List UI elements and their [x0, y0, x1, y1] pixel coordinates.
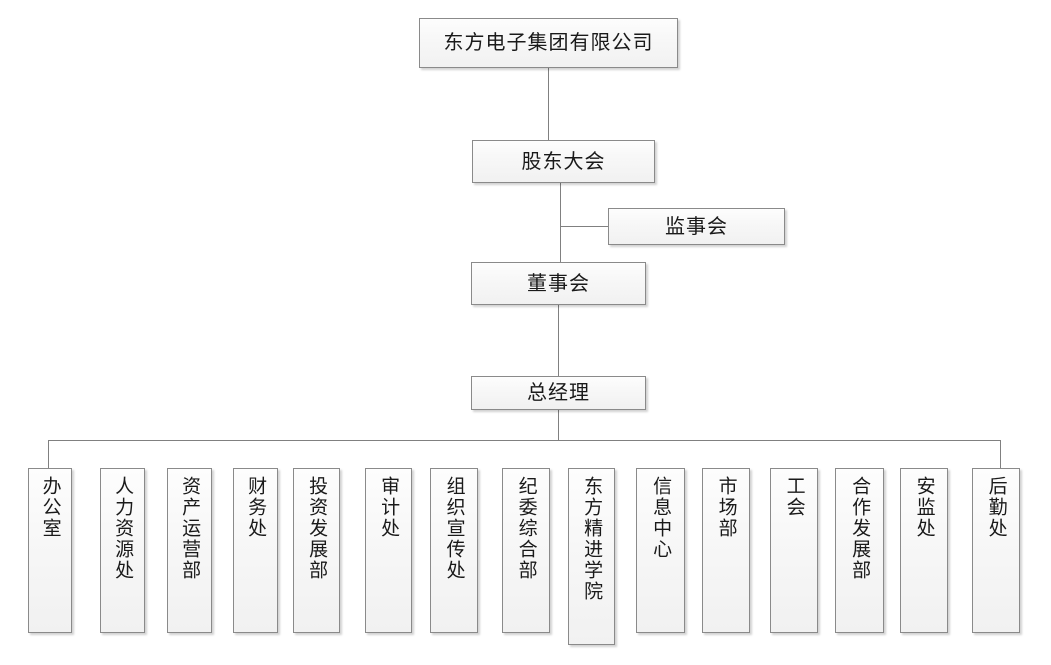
connector-shareholders-to-board [560, 183, 561, 262]
node-department-finance-label: 财务处 [245, 476, 267, 539]
node-department-marketing-label: 市场部 [715, 476, 737, 539]
node-department-human-resources[interactable]: 人力资源处 [100, 468, 145, 633]
node-department-finance[interactable]: 财务处 [233, 468, 278, 633]
node-department-office[interactable]: 办公室 [28, 468, 72, 633]
node-department-cooperation-development[interactable]: 合作发展部 [835, 468, 884, 633]
node-department-information-center[interactable]: 信息中心 [636, 468, 685, 633]
node-department-asset-operations-label: 资产运营部 [179, 476, 201, 581]
node-department-safety-supervision[interactable]: 安监处 [900, 468, 948, 633]
node-general-manager[interactable]: 总经理 [471, 376, 646, 410]
node-board-of-supervisors-label: 监事会 [665, 215, 728, 238]
connector-bus-to-first-department [48, 440, 49, 468]
node-department-cooperation-development-label: 合作发展部 [849, 476, 871, 581]
node-department-audit-label: 审计处 [378, 476, 400, 539]
connector-board-to-manager [558, 305, 559, 376]
node-department-safety-supervision-label: 安监处 [913, 476, 935, 539]
node-shareholders-meeting-label: 股东大会 [521, 150, 606, 173]
connector-manager-to-bus [558, 410, 559, 440]
node-department-audit[interactable]: 审计处 [365, 468, 412, 633]
node-department-organization-publicity-label: 组织宣传处 [443, 476, 465, 581]
node-department-information-center-label: 信息中心 [650, 476, 672, 560]
node-board-of-supervisors[interactable]: 监事会 [608, 208, 785, 245]
node-department-logistics[interactable]: 后勤处 [972, 468, 1020, 633]
node-department-logistics-label: 后勤处 [985, 476, 1007, 539]
node-department-discipline-inspection-label: 纪委综合部 [515, 476, 537, 581]
node-shareholders-meeting[interactable]: 股东大会 [472, 140, 655, 183]
node-department-labor-union-label: 工会 [783, 476, 805, 518]
connector-company-to-shareholders [548, 68, 549, 140]
node-department-office-label: 办公室 [39, 476, 61, 539]
connector-branch-to-supervisors [560, 226, 608, 227]
node-department-dongfang-academy[interactable]: 东方精进学院 [568, 468, 615, 645]
node-board-of-directors[interactable]: 董事会 [471, 262, 646, 305]
node-general-manager-label: 总经理 [527, 382, 590, 404]
node-department-dongfang-academy-label: 东方精进学院 [581, 476, 603, 602]
node-department-human-resources-label: 人力资源处 [112, 476, 134, 581]
department-bus-line [48, 440, 1001, 441]
node-department-marketing[interactable]: 市场部 [702, 468, 750, 633]
connector-bus-to-last-department [1000, 440, 1001, 468]
node-company-label: 东方电子集团有限公司 [443, 32, 654, 54]
node-department-asset-operations[interactable]: 资产运营部 [167, 468, 212, 633]
node-department-discipline-inspection[interactable]: 纪委综合部 [502, 468, 550, 633]
node-department-investment-development-label: 投资发展部 [306, 476, 328, 581]
node-board-of-directors-label: 董事会 [527, 272, 590, 295]
node-department-investment-development[interactable]: 投资发展部 [293, 468, 340, 633]
node-department-labor-union[interactable]: 工会 [770, 468, 818, 633]
node-department-organization-publicity[interactable]: 组织宣传处 [430, 468, 478, 633]
node-company[interactable]: 东方电子集团有限公司 [419, 18, 678, 68]
